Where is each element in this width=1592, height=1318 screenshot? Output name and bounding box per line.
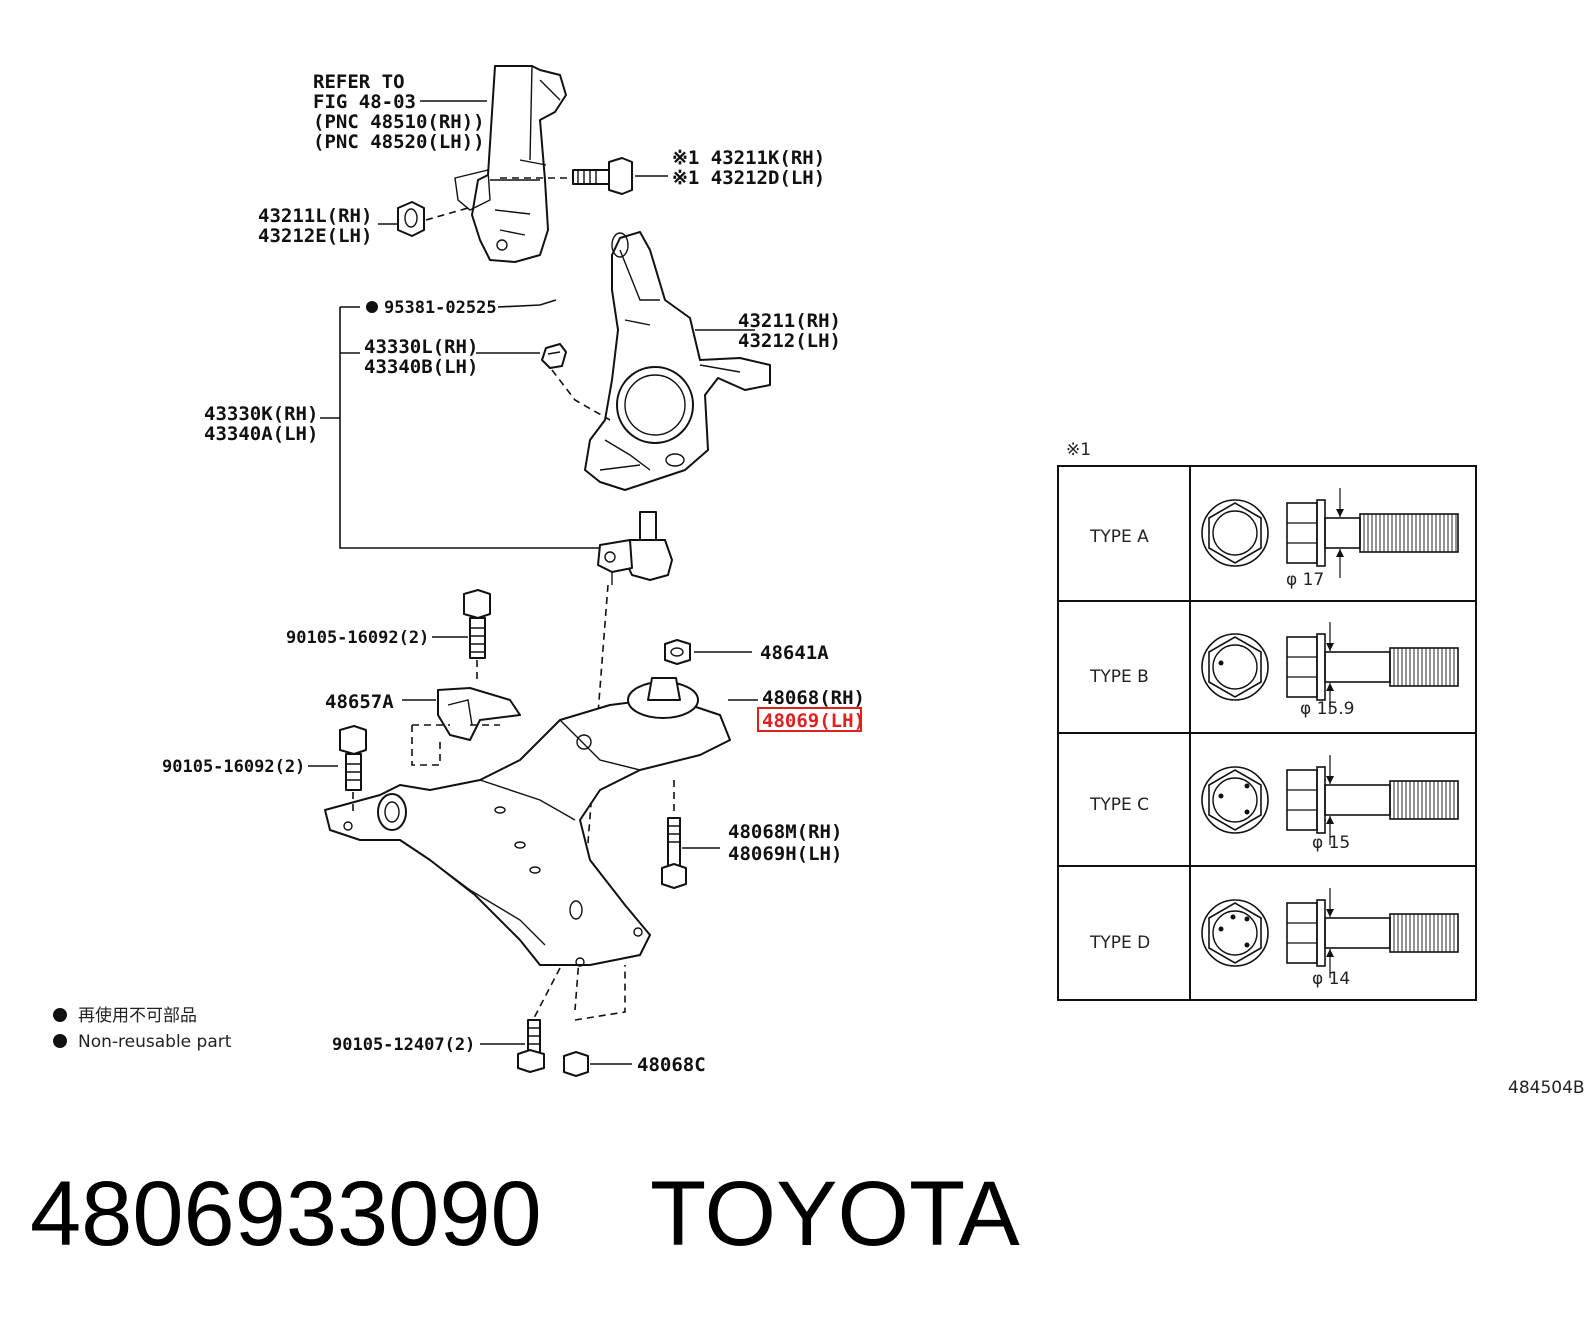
nut-48068c — [563, 1051, 589, 1077]
brand-name: TOYOTA — [650, 1163, 1020, 1265]
label-bolt-rh: ※1 43211K(RH) — [672, 147, 825, 169]
bolt-lower — [339, 725, 367, 791]
type-d-dia: φ 14 — [1312, 969, 1350, 989]
label-48068m-rh: 48068M(RH) — [728, 821, 842, 843]
figure-code: 484504B — [1508, 1078, 1585, 1098]
label-refer-2: FIG 48-03 — [313, 91, 416, 113]
label-clip-rh: 43330L(RH) — [364, 336, 478, 358]
label-nut-lh: 43212E(LH) — [258, 225, 372, 247]
type-b-dia: φ 15.9 — [1300, 699, 1354, 719]
legend-jp: 再使用不可部品 — [78, 1005, 197, 1026]
bolt-upper — [463, 589, 491, 659]
type-a-label: TYPE A — [1089, 527, 1149, 547]
type-b-label: TYPE B — [1089, 667, 1149, 687]
clip-part — [541, 343, 567, 369]
bracket-48657a — [437, 687, 521, 741]
strut-drawing — [454, 65, 567, 263]
hub-bolt-icon — [1201, 488, 1459, 578]
label-refer-1: REFER TO — [313, 71, 405, 93]
table-note: ※1 — [1066, 440, 1091, 460]
hub-bolt-icon — [1201, 888, 1459, 978]
hub-bolt-icon — [1201, 755, 1459, 845]
bolt-12407 — [517, 1019, 545, 1073]
highlight-box — [757, 707, 862, 732]
legend-bullet-jp — [53, 1008, 67, 1022]
label-48068m-lh: 48069H(LH) — [728, 843, 842, 865]
label-refer-3: (PNC 48510(RH)) — [313, 111, 485, 133]
label-arm-lh: 48069(LH) — [762, 710, 865, 732]
steering-knuckle-drawing — [584, 231, 771, 491]
hub-bolt-icon — [1201, 622, 1459, 712]
type-d-label: TYPE D — [1089, 933, 1150, 953]
part-number: 4806933090 — [30, 1163, 542, 1265]
label-balljoint-lh: 43340A(LH) — [204, 423, 318, 445]
lower-control-arm-drawing — [324, 677, 731, 967]
strut-nut — [378, 201, 425, 237]
label-48657a: 48657A — [325, 691, 394, 713]
label-48641a: 48641A — [760, 642, 829, 664]
label-knuckle-rh: 43211(RH) — [738, 310, 841, 332]
label-refer-4: (PNC 48520(LH)) — [313, 131, 485, 153]
type-c-label: TYPE C — [1089, 795, 1149, 815]
label-bolt-lh: ※1 43212D(LH) — [672, 167, 825, 189]
strut-bolt — [572, 157, 668, 195]
label-48068c: 48068C — [637, 1054, 706, 1076]
label-clip-lh: 43340B(LH) — [364, 356, 478, 378]
label-bolt-upper: 90105-16092(2) — [286, 628, 429, 648]
label-bolt-12407: 90105-12407(2) — [332, 1035, 475, 1055]
label-arm-rh: 48068(RH) — [762, 687, 865, 709]
label-knuckle-lh: 43212(LH) — [738, 330, 841, 352]
label-bolt-lower: 90105-16092(2) — [162, 757, 305, 777]
nut-48641a — [664, 639, 691, 665]
label-pin: 95381-02525 — [384, 298, 497, 318]
ball-joint-drawing — [597, 511, 673, 585]
bolt-48068m — [661, 817, 687, 889]
label-balljoint-rh: 43330K(RH) — [204, 403, 318, 425]
label-nut-rh: 43211L(RH) — [258, 205, 372, 227]
legend-bullet-en — [53, 1034, 67, 1048]
type-a-dia: φ 17 — [1286, 570, 1324, 590]
bolt-type-table — [1057, 465, 1477, 1001]
type-c-dia: φ 15 — [1312, 833, 1350, 853]
legend-en: Non-reusable part — [78, 1032, 232, 1052]
